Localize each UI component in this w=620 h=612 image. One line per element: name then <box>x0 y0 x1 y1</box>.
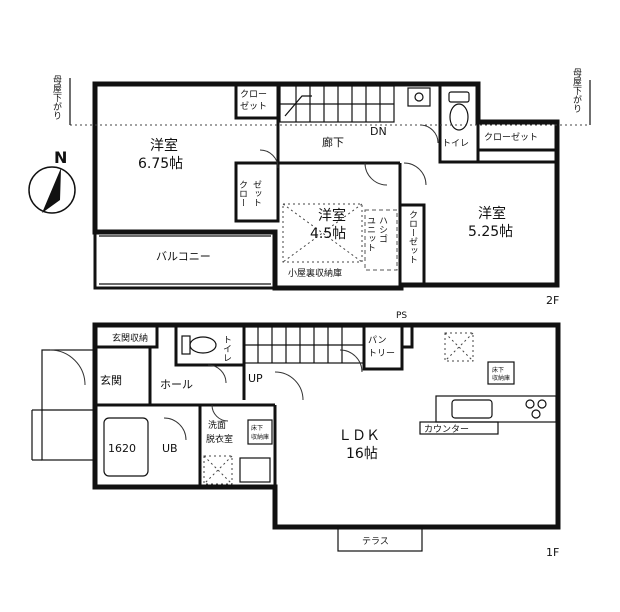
balcony-outline <box>93 230 277 290</box>
underfloor-l2: 収納庫 <box>251 433 269 441</box>
stairs-2f <box>279 85 395 123</box>
labels: 洋室 6.75帖 クロー ゼット クロー ゼット 廊下 DN トイレ クローゼッ… <box>51 68 582 559</box>
attic-label: 小屋裏収納庫 <box>288 267 342 279</box>
underfloor-l1: 床下 <box>251 424 263 432</box>
skylight-x-a <box>444 332 474 362</box>
pantry-l1: パン <box>368 335 386 346</box>
closet-right-label: クローゼット <box>484 131 538 143</box>
skylight-x-b <box>444 332 474 362</box>
hashigo-unit-outline <box>364 209 398 271</box>
terrace-box <box>337 526 423 552</box>
roof-note-right: 母屋下がり <box>571 68 582 113</box>
entrance-steps <box>31 349 96 461</box>
stairs-up-label: UP <box>248 372 263 385</box>
kitchen-sink <box>451 399 493 419</box>
door-toilet-1f <box>207 364 227 384</box>
hashigo-l1: ハシゴ <box>377 216 388 243</box>
hashigo-l2: ユニット <box>365 216 376 252</box>
room-c-size: 5.25帖 <box>468 224 513 240</box>
hallway-label: 廊下 <box>322 135 344 149</box>
room-a-name: 洋室 <box>150 137 178 154</box>
ps-label: PS <box>396 311 407 321</box>
door-bath <box>163 417 187 441</box>
toilet-1f-box <box>174 323 246 367</box>
room-b-size: 4.5帖 <box>310 226 346 242</box>
door-5-25 <box>403 162 427 186</box>
room-a-size: 6.75帖 <box>138 156 183 172</box>
ldk-skylight <box>444 332 474 362</box>
entrance-storage-label: 玄関収納 <box>112 332 148 344</box>
north-compass <box>28 166 76 214</box>
toilet-1f-icon <box>181 335 217 355</box>
door-wash <box>211 404 229 422</box>
toilet-2f-box <box>438 82 480 164</box>
toilet-2f-label: トイレ <box>442 139 469 149</box>
bathtub <box>103 417 149 477</box>
bath-size: 1620 <box>108 442 136 455</box>
bath-ub: UB <box>162 442 178 455</box>
counter-box <box>419 421 499 435</box>
floor1-level: 1F <box>546 546 559 559</box>
attic-outline <box>282 203 363 263</box>
closet-mid-label: クローゼット <box>407 210 418 264</box>
washbasin-icon <box>407 87 431 107</box>
floor1-outer-wall <box>92 322 561 530</box>
door-entrance <box>49 349 86 386</box>
balcony-label: バルコニー <box>156 250 211 263</box>
door-hall-ldk <box>274 371 304 401</box>
attic-x-b <box>282 203 363 263</box>
first-floor <box>31 322 561 552</box>
room-c-name: 洋室 <box>478 205 506 222</box>
floor-storage-box <box>487 361 515 385</box>
washroom-l1: 洗面 <box>208 419 226 431</box>
ps-box <box>400 323 414 349</box>
door-6-75 <box>259 149 279 169</box>
closet-mid-box <box>398 203 426 287</box>
room-b-name: 洋室 <box>318 207 346 224</box>
attic-x-a <box>282 203 363 263</box>
floor-storage-l1: 床下 <box>492 366 504 374</box>
north-label: N <box>54 148 67 167</box>
closet-left-l1: クロー <box>237 180 247 207</box>
pantry-box <box>362 323 404 371</box>
closet-top-l1: クロー <box>240 89 267 100</box>
stairs-dn-label: DN <box>370 125 387 138</box>
roof-note-left: 母屋下がり <box>51 75 62 120</box>
toilet-2f-icon <box>448 91 470 131</box>
door-4-5 <box>364 162 388 186</box>
terrace-label: テラス <box>362 536 389 547</box>
floor-storage-l2: 収納庫 <box>492 374 510 382</box>
pantry-l2: トリー <box>368 349 395 359</box>
entrance-storage-box <box>93 323 159 349</box>
door-toilet-2f <box>419 124 439 144</box>
washroom-l2: 脱衣室 <box>206 433 233 445</box>
door-pantry <box>339 349 363 373</box>
washroom-fixtures <box>203 419 273 485</box>
closet-left-l2: ゼット <box>251 180 262 207</box>
closet-top-l2: ゼット <box>240 100 267 112</box>
entrance-label: 玄関 <box>100 373 122 387</box>
ldk-name: ＬＤＫ <box>338 428 380 444</box>
ldk-size: 16帖 <box>346 446 378 462</box>
toilet-1f-label: トイレ <box>221 335 232 362</box>
floor2-level: 2F <box>546 294 559 307</box>
hall-label: ホール <box>160 378 193 391</box>
stairs-1f <box>243 326 365 364</box>
second-floor <box>28 78 591 291</box>
stove-icon <box>525 399 547 419</box>
counter-label: カウンター <box>424 424 469 435</box>
